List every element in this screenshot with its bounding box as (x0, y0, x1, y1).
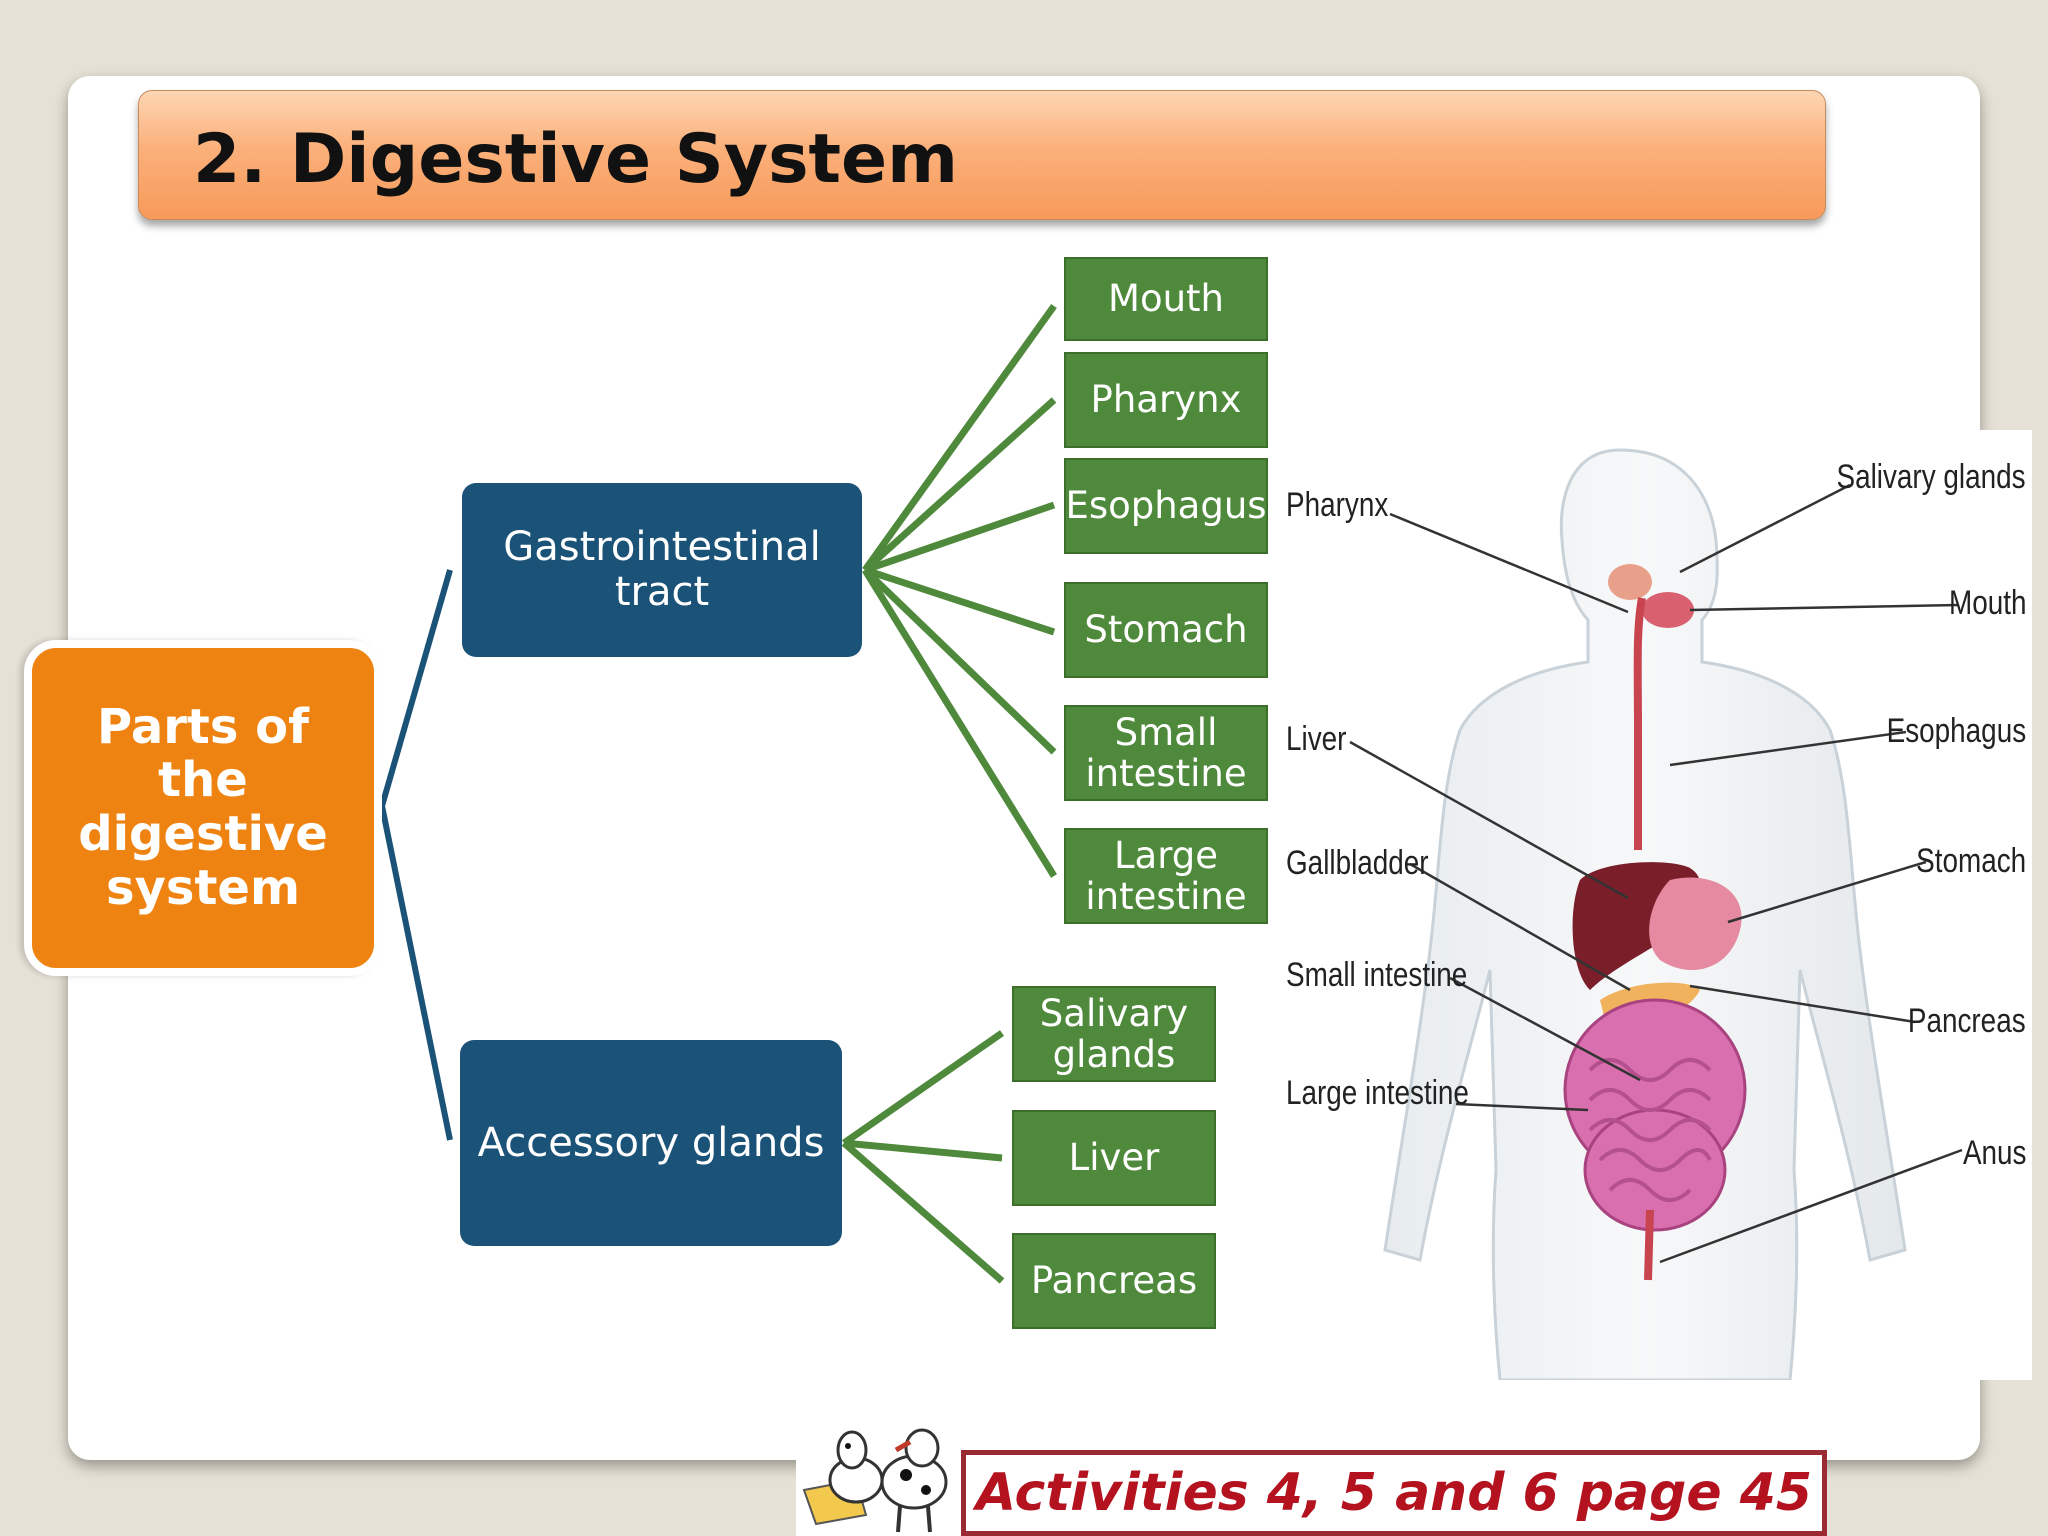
illustration-label-esophagus: Esophagus (1886, 712, 2026, 750)
root-node-parts: Parts of the digestive system (24, 640, 382, 976)
leaf-pancreas: Pancreas (1012, 1233, 1216, 1329)
illustration-label-liver: Liver (1286, 720, 1347, 758)
connector-root-to-branches (378, 569, 453, 1141)
activities-banner: Activities 4, 5 and 6 page 45 (961, 1450, 1827, 1536)
digestive-system-illustration (1270, 430, 2032, 1380)
illustration-label-stomach: Stomach (1915, 842, 2026, 880)
illustration-label-salivary-glands: Salivary glands (1836, 458, 2026, 496)
branch-accessory-glands: Accessory glands (460, 1040, 842, 1246)
leaf-pharynx: Pharynx (1064, 352, 1268, 448)
illustration-label-pancreas: Pancreas (1908, 1002, 2026, 1040)
activities-text: Activities 4, 5 and 6 page 45 (975, 1463, 1813, 1523)
title-bar (138, 90, 1826, 220)
leaf-liver: Liver (1012, 1110, 1216, 1206)
slide-title: 2. Digestive System (193, 120, 959, 199)
illustration-label-small-intestine: Small intestine (1286, 956, 1468, 994)
leaf-large-intestine: Large intestine (1064, 828, 1268, 924)
leaf-salivary-glands: Salivary glands (1012, 986, 1216, 1082)
illustration-label-pharynx: Pharynx (1286, 486, 1389, 524)
leaf-small-intestine: Small intestine (1064, 705, 1268, 801)
leaf-mouth: Mouth (1064, 257, 1268, 341)
connector-gi-items (862, 303, 1057, 878)
illustration-label-large-intestine: Large intestine (1286, 1074, 1469, 1112)
illustration-label-anus: Anus (1962, 1134, 2026, 1172)
illustration-label-gallbladder: Gallbladder (1286, 844, 1429, 882)
connector-accessory-items (841, 1030, 1005, 1284)
leaf-stomach: Stomach (1064, 582, 1268, 678)
cartoon-dogs-icon (796, 1420, 962, 1536)
illustration-label-mouth: Mouth (1948, 584, 2026, 622)
body-figure-image (1349, 448, 1963, 1380)
branch-gi-tract: Gastrointestinal tract (462, 483, 862, 657)
leaf-esophagus: Esophagus (1064, 458, 1268, 554)
